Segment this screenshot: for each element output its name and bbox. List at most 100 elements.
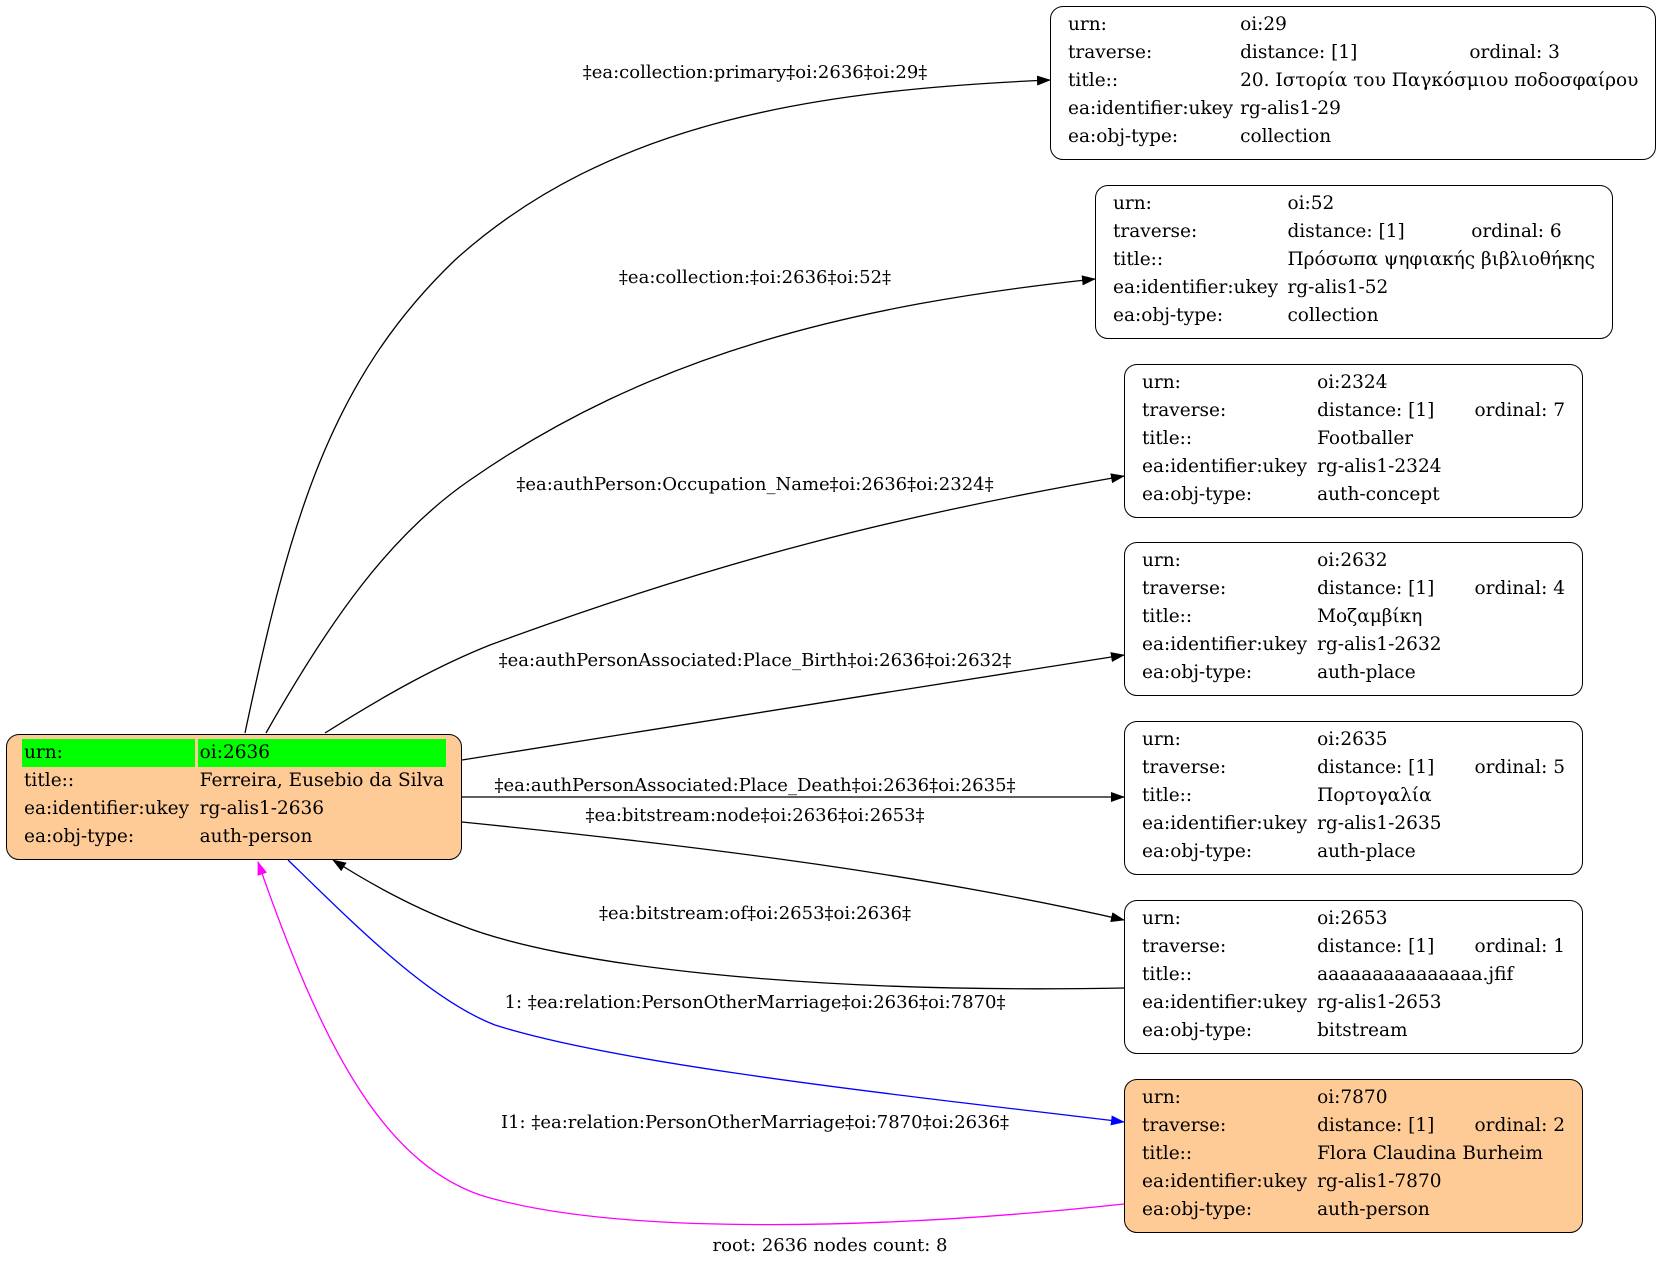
node-type: auth-person — [1317, 1199, 1430, 1220]
row-key: urn: — [1113, 193, 1152, 214]
edge-label: ‡ea:collection:‡oi:2636‡oi:52‡ — [618, 267, 892, 288]
node-ordinal: ordinal: 6 — [1471, 221, 1562, 242]
node-distance: distance: [1] — [1240, 42, 1358, 63]
root-key: title:: — [24, 770, 75, 791]
node-title: Μοζαμβίκη — [1317, 606, 1423, 627]
edge-label: ‡ea:authPerson:Occupation_Name‡oi:2636‡o… — [516, 474, 994, 495]
node-urn: oi:7870 — [1317, 1087, 1388, 1108]
row-key: ea:obj-type: — [1113, 305, 1224, 326]
graph-footer: root: 2636 nodes count: 8 — [712, 1235, 948, 1256]
node-distance: distance: [1] — [1317, 578, 1435, 599]
edge-collection — [265, 275, 1096, 734]
root-row-ukey: ea:identifier:ukey rg-alis1-2636 — [22, 795, 446, 823]
row-key: title:: — [1142, 785, 1193, 806]
root-key: ea:identifier:ukey — [24, 798, 190, 819]
node-oi-7870[interactable]: urn: oi:7870 traverse: distance: [1] ordina… — [1124, 1079, 1583, 1233]
node-ukey: rg-alis1-2635 — [1317, 813, 1442, 834]
node-urn: oi:2632 — [1317, 550, 1388, 571]
row-key: urn: — [1068, 14, 1107, 35]
row-key: traverse: — [1142, 936, 1227, 957]
node-ordinal: ordinal: 3 — [1469, 42, 1560, 63]
row-key: urn: — [1142, 372, 1181, 393]
edge-label: ‡ea:collection:primary‡oi:2636‡oi:29‡ — [582, 62, 928, 83]
edge-marriage-inverse — [257, 861, 1125, 1226]
node-type: auth-place — [1317, 841, 1416, 862]
node-oi-52[interactable]: urn: oi:52 traverse: distance: [1] ordinal:… — [1095, 185, 1613, 339]
node-ordinal: ordinal: 5 — [1474, 757, 1566, 778]
node-distance: distance: [1] — [1317, 1115, 1435, 1136]
node-oi-2324[interactable]: urn: oi:2324 traverse: distance: [1] ordina… — [1124, 364, 1583, 518]
edge-place-birth — [461, 652, 1125, 761]
edge-collection-primary — [244, 75, 1051, 734]
row-key: ea:obj-type: — [1142, 1199, 1253, 1220]
row-key: traverse: — [1113, 221, 1198, 242]
node-type: auth-concept — [1317, 484, 1440, 505]
row-key: ea:obj-type: — [1142, 1020, 1253, 1041]
node-title: Footballer — [1317, 428, 1414, 449]
row-key: ea:identifier:ukey — [1142, 634, 1308, 655]
row-key: ea:obj-type: — [1142, 841, 1253, 862]
row-key: title:: — [1068, 70, 1119, 91]
edge-bitstream-of — [332, 859, 1125, 990]
node-type: auth-place — [1317, 662, 1416, 683]
edge-bitstream-node — [461, 821, 1125, 923]
root-node[interactable]: urn: oi:2636 title:: Ferreira, Eusebio d… — [6, 734, 462, 860]
node-ukey: rg-alis1-2632 — [1317, 634, 1442, 655]
row-key: ea:identifier:ukey — [1142, 456, 1308, 477]
node-type: collection — [1287, 305, 1379, 326]
node-oi-29[interactable]: urn:oi:29 traverse:distance: [1]ordinal:… — [1050, 6, 1656, 160]
row-key: title:: — [1113, 249, 1164, 270]
node-distance: distance: [1] — [1317, 400, 1435, 421]
row-key: traverse: — [1142, 400, 1227, 421]
node-urn: oi:29 — [1240, 14, 1287, 35]
node-oi-2635[interactable]: urn:oi:2635 traverse:distance: [1]ordina… — [1124, 721, 1583, 875]
row-key: ea:identifier:ukey — [1142, 992, 1308, 1013]
row-key: ea:identifier:ukey — [1068, 98, 1234, 119]
node-ordinal: ordinal: 2 — [1474, 1115, 1566, 1136]
node-urn: oi:52 — [1287, 193, 1335, 214]
root-row-title: title:: Ferreira, Eusebio da Silva — [22, 767, 446, 795]
row-key: urn: — [1142, 908, 1181, 929]
node-ordinal: ordinal: 4 — [1474, 578, 1566, 599]
row-key: ea:obj-type: — [1068, 126, 1179, 147]
edge-label: ‡ea:authPersonAssociated:Place_Birth‡oi:… — [498, 650, 1012, 671]
node-distance: distance: [1] — [1287, 221, 1405, 242]
root-value: auth-person — [199, 826, 313, 847]
row-key: ea:obj-type: — [1142, 662, 1253, 683]
node-urn: oi:2324 — [1317, 372, 1388, 393]
node-title: Πορτογαλία — [1317, 785, 1432, 806]
node-oi-2632[interactable]: urn:oi:2632 traverse:distance: [1]ordina… — [1124, 542, 1583, 696]
root-value: rg-alis1-2636 — [199, 798, 325, 819]
root-value: Ferreira, Eusebio da Silva — [199, 770, 444, 791]
row-key: ea:obj-type: — [1142, 484, 1253, 505]
row-key: title:: — [1142, 1143, 1193, 1164]
root-key: ea:obj-type: — [24, 826, 135, 847]
row-key: traverse: — [1142, 1115, 1227, 1136]
node-ordinal: ordinal: 1 — [1474, 936, 1566, 957]
node-type: collection — [1240, 126, 1332, 147]
row-key: traverse: — [1142, 757, 1227, 778]
row-key: ea:identifier:ukey — [1113, 277, 1279, 298]
edge-label: 1: ‡ea:relation:PersonOtherMarriage‡oi:2… — [504, 992, 1006, 1013]
node-urn: oi:2653 — [1317, 908, 1388, 929]
edge-label: ‡ea:bitstream:node‡oi:2636‡oi:2653‡ — [585, 805, 925, 826]
row-key: urn: — [1142, 1087, 1181, 1108]
node-ordinal: ordinal: 7 — [1474, 400, 1566, 421]
node-ukey: rg-alis1-2653 — [1317, 992, 1442, 1013]
row-key: urn: — [1142, 729, 1181, 750]
root-value: oi:2636 — [197, 739, 446, 767]
node-ukey: rg-alis1-52 — [1287, 277, 1389, 298]
node-title: 20. Ιστορία του Παγκόσμιου ποδοσφαίρου — [1240, 70, 1639, 91]
row-key: title:: — [1142, 964, 1193, 985]
node-type: bitstream — [1317, 1020, 1408, 1041]
node-title: aaaaaaaaaaaaaaa.jfif — [1317, 964, 1514, 985]
node-oi-2653[interactable]: urn: oi:2653 traverse: distance: [1] ordina… — [1124, 900, 1583, 1054]
node-ukey: rg-alis1-29 — [1240, 98, 1341, 119]
row-key: ea:identifier:ukey — [1142, 813, 1308, 834]
node-distance: distance: [1] — [1317, 936, 1435, 957]
edge-label: ‡ea:bitstream:of‡oi:2653‡oi:2636‡ — [599, 903, 911, 924]
node-title: Flora Claudina Burheim — [1317, 1143, 1544, 1164]
row-key: urn: — [1142, 550, 1181, 571]
node-urn: oi:2635 — [1317, 729, 1388, 750]
root-row-type: ea:obj-type: auth-person — [22, 823, 446, 851]
